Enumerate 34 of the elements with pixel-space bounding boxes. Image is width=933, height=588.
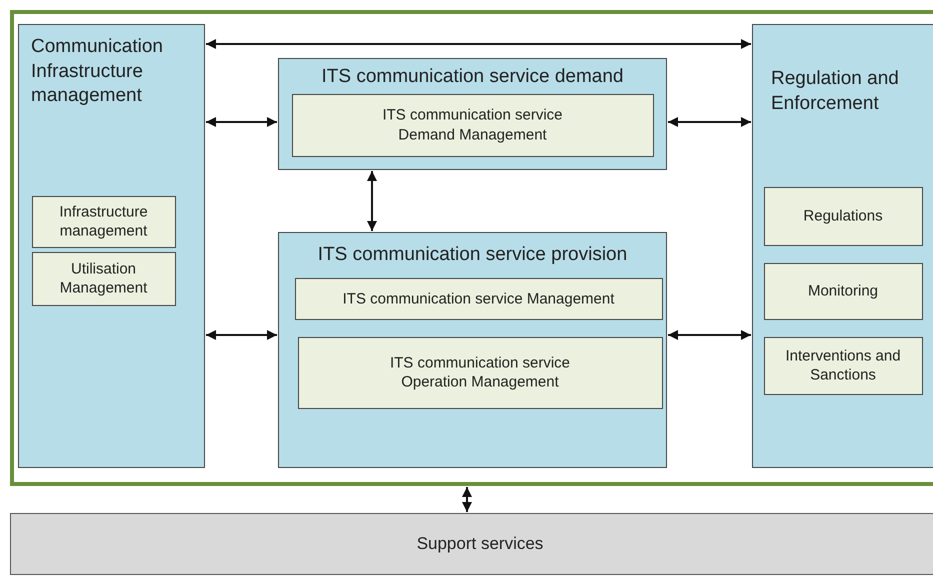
node-label: Communication Infrastructure management	[30, 35, 164, 108]
double-arrow	[206, 117, 277, 127]
function-box	[764, 186, 922, 246]
domain-panel	[752, 24, 933, 468]
function-box	[764, 262, 922, 320]
function-box	[764, 336, 922, 394]
double-arrow	[462, 487, 472, 512]
function-box	[32, 196, 176, 248]
domain-panel	[278, 232, 667, 468]
function-box	[292, 94, 654, 156]
support-bar	[10, 513, 933, 575]
function-box	[294, 278, 662, 320]
frame-box	[10, 10, 933, 486]
node-label: Monitoring	[806, 281, 880, 301]
function-box	[298, 336, 662, 408]
double-arrow	[668, 117, 751, 127]
double-arrow	[668, 330, 751, 340]
domain-panel	[18, 24, 205, 468]
node-label: ITS communication service demand	[320, 65, 624, 89]
double-arrow	[206, 330, 277, 340]
node-label: Regulations	[802, 206, 884, 226]
node-label: Infrastructure management	[58, 202, 149, 241]
double-arrow	[206, 39, 751, 49]
node-label: Support services	[416, 532, 544, 555]
node-label: Regulation and Enforcement	[770, 67, 900, 116]
node-label: ITS communication service provision	[316, 243, 628, 267]
function-box	[32, 252, 176, 306]
node-label: Utilisation Management	[58, 259, 148, 298]
node-label: ITS communication service Operation Management	[388, 353, 572, 392]
double-arrow	[367, 171, 377, 231]
domain-panel	[278, 58, 667, 170]
node-label: Interventions and Sanctions	[784, 346, 902, 385]
node-label: ITS communication service Management	[342, 288, 616, 308]
node-label: ITS communication service Demand Management	[381, 106, 564, 144]
